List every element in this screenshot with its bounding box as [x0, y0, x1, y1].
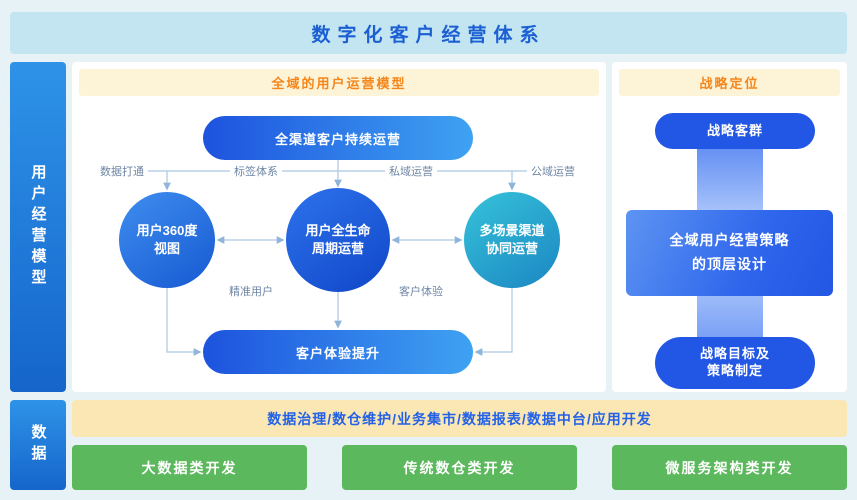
- sidebar-data-label: 数据: [29, 424, 47, 466]
- page-title-text: 数字化客户经营体系: [311, 24, 546, 46]
- edge-label-data-connect: 数据打通: [96, 162, 148, 180]
- sidebar-user-operation-model: 用户经营模型: [10, 62, 66, 392]
- main-panel-header: 全域的用户运营模型: [79, 69, 599, 96]
- user-operation-model-panel: 全域的用户运营模型 数据打通 标签体系 私域运营 公域运营: [72, 62, 606, 392]
- edge-label-tag-system: 标签体系: [230, 162, 282, 180]
- customer-experience-pill: 客户体验提升: [203, 330, 473, 374]
- omnichannel-ops-pill: 全渠道客户持续运营: [203, 116, 473, 160]
- edge-label-customer-exp: 客户体验: [395, 282, 447, 300]
- user-360-view-node: 用户360度 视图: [119, 192, 215, 288]
- top-level-design-box: 全域用户经营策略 的顶层设计: [626, 210, 833, 296]
- edge-label-private-ops: 私域运营: [385, 162, 437, 180]
- strategy-panel: 战略定位 战略客群 全域用户经营策略 的顶层设计 战略目标及 策略制定: [612, 62, 847, 392]
- user-lifecycle-node: 用户全生命 周期运营: [286, 188, 390, 292]
- edge-label-public-ops: 公域运营: [527, 162, 579, 180]
- microservice-dev-block: 微服务架构类开发: [612, 445, 847, 490]
- bigdata-dev-block: 大数据类开发: [72, 445, 307, 490]
- strategic-goals-pill: 战略目标及 策略制定: [655, 337, 815, 389]
- strategy-panel-header: 战略定位: [619, 69, 840, 96]
- sidebar-data: 数据: [10, 400, 66, 490]
- strategic-customer-group-pill: 战略客群: [655, 113, 815, 149]
- data-capability-bar: 数据治理/数仓维护/业务集市/数据报表/数据中台/应用开发: [72, 400, 847, 437]
- edge-label-precise-users: 精准用户: [225, 282, 277, 300]
- traditional-dw-dev-block: 传统数仓类开发: [342, 445, 577, 490]
- sidebar-user-operation-model-label: 用户经营模型: [29, 164, 47, 290]
- multi-scene-channel-node: 多场景渠道 协同运营: [464, 192, 560, 288]
- page-title: 数字化客户经营体系: [10, 12, 847, 54]
